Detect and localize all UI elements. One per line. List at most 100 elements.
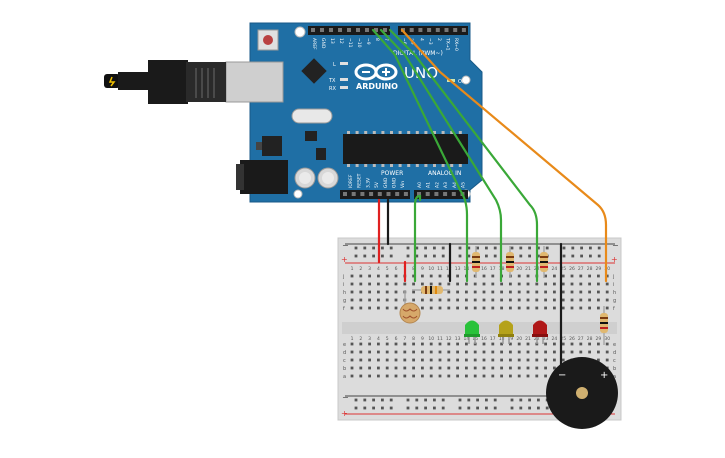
breadboard-hole[interactable]	[561, 274, 565, 278]
header-hole[interactable]	[395, 192, 400, 196]
breadboard-hole[interactable]	[368, 366, 371, 370]
resistor-ldr[interactable]	[412, 286, 450, 294]
breadboard-hole[interactable]	[517, 282, 521, 286]
breadboard-hole[interactable]	[350, 290, 354, 294]
rail-hole[interactable]	[406, 246, 410, 250]
breadboard-hole[interactable]	[377, 274, 380, 278]
breadboard-hole[interactable]	[570, 306, 574, 310]
breadboard-hole[interactable]	[456, 282, 459, 286]
breadboard-hole[interactable]	[473, 274, 477, 278]
breadboard-hole[interactable]	[597, 350, 600, 354]
breadboard-hole[interactable]	[473, 366, 477, 370]
breadboard-hole[interactable]	[421, 374, 424, 378]
breadboard-hole[interactable]	[482, 350, 486, 354]
breadboard-hole[interactable]	[526, 366, 530, 370]
breadboard-hole[interactable]	[385, 282, 389, 286]
rail-hole[interactable]	[354, 406, 358, 410]
breadboard-hole[interactable]	[465, 358, 468, 362]
breadboard-hole[interactable]	[509, 350, 512, 354]
breadboard-hole[interactable]	[429, 366, 433, 370]
rail-hole[interactable]	[493, 254, 497, 258]
breadboard-hole[interactable]	[561, 306, 565, 310]
breadboard-hole[interactable]	[359, 342, 363, 346]
breadboard-hole[interactable]	[579, 306, 583, 310]
header-hole[interactable]	[461, 28, 466, 32]
breadboard-hole[interactable]	[359, 366, 363, 370]
breadboard-hole[interactable]	[403, 342, 407, 346]
rail-hole[interactable]	[389, 406, 393, 410]
breadboard-hole[interactable]	[377, 290, 380, 294]
breadboard-hole[interactable]	[491, 306, 495, 310]
breadboard-hole[interactable]	[421, 358, 424, 362]
breadboard-hole[interactable]	[535, 366, 539, 370]
breadboard-hole[interactable]	[412, 290, 415, 294]
breadboard-hole[interactable]	[553, 342, 556, 346]
breadboard-hole[interactable]	[605, 274, 609, 278]
header-hole[interactable]	[356, 28, 360, 32]
breadboard-hole[interactable]	[500, 306, 503, 310]
breadboard-hole[interactable]	[500, 358, 503, 362]
breadboard-hole[interactable]	[394, 342, 398, 346]
rail-hole[interactable]	[467, 246, 471, 250]
breadboard-hole[interactable]	[509, 342, 512, 346]
breadboard-hole[interactable]	[588, 342, 591, 346]
breadboard-hole[interactable]	[447, 306, 451, 310]
breadboard-hole[interactable]	[456, 350, 459, 354]
breadboard-hole[interactable]	[473, 298, 477, 302]
breadboard-hole[interactable]	[385, 342, 389, 346]
breadboard-hole[interactable]	[605, 290, 609, 294]
breadboard-hole[interactable]	[438, 298, 442, 302]
breadboard-hole[interactable]	[368, 306, 371, 310]
header-hole[interactable]	[374, 28, 378, 32]
wire-pin7-orange[interactable]	[400, 28, 608, 283]
breadboard-hole[interactable]	[605, 282, 609, 286]
rail-hole[interactable]	[415, 254, 419, 258]
rail-hole[interactable]	[415, 246, 419, 250]
breadboard-hole[interactable]	[473, 350, 477, 354]
breadboard-hole[interactable]	[535, 350, 539, 354]
rail-hole[interactable]	[441, 398, 445, 402]
breadboard-hole[interactable]	[597, 358, 600, 362]
rail-hole[interactable]	[458, 406, 462, 410]
breadboard-hole[interactable]	[526, 282, 530, 286]
breadboard-hole[interactable]	[491, 350, 495, 354]
rail-hole[interactable]	[458, 246, 462, 250]
header-hole[interactable]	[338, 28, 342, 32]
breadboard-hole[interactable]	[447, 342, 451, 346]
rail-hole[interactable]	[537, 398, 540, 402]
breadboard-hole[interactable]	[456, 290, 459, 294]
breadboard-hole[interactable]	[509, 358, 512, 362]
breadboard-hole[interactable]	[465, 374, 468, 378]
rail-hole[interactable]	[580, 246, 583, 250]
breadboard-hole[interactable]	[385, 298, 389, 302]
breadboard-hole[interactable]	[350, 374, 354, 378]
breadboard-hole[interactable]	[456, 342, 459, 346]
breadboard-hole[interactable]	[385, 274, 389, 278]
breadboard-hole[interactable]	[544, 350, 547, 354]
header-hole[interactable]	[417, 192, 421, 196]
wire-pin8-green[interactable]	[388, 28, 539, 283]
breadboard-hole[interactable]	[509, 290, 512, 294]
rail-hole[interactable]	[510, 398, 514, 402]
breadboard-hole[interactable]	[438, 358, 442, 362]
header-hole[interactable]	[360, 192, 365, 196]
breadboard-hole[interactable]	[359, 306, 363, 310]
breadboard-hole[interactable]	[588, 290, 591, 294]
breadboard-hole[interactable]	[421, 282, 424, 286]
breadboard-hole[interactable]	[394, 290, 398, 294]
breadboard-hole[interactable]	[526, 298, 530, 302]
resistor-green-led[interactable]	[472, 246, 480, 278]
breadboard-hole[interactable]	[526, 274, 530, 278]
rail-hole[interactable]	[363, 246, 367, 250]
breadboard-hole[interactable]	[473, 358, 477, 362]
header-hole[interactable]	[443, 192, 448, 196]
breadboard-hole[interactable]	[553, 290, 556, 294]
breadboard-hole[interactable]	[579, 290, 583, 294]
breadboard-hole[interactable]	[368, 374, 371, 378]
breadboard-hole[interactable]	[517, 358, 521, 362]
breadboard-hole[interactable]	[605, 350, 609, 354]
breadboard-hole[interactable]	[447, 290, 451, 294]
breadboard-hole[interactable]	[544, 366, 547, 370]
rail-hole[interactable]	[537, 254, 540, 258]
breadboard-hole[interactable]	[447, 366, 451, 370]
